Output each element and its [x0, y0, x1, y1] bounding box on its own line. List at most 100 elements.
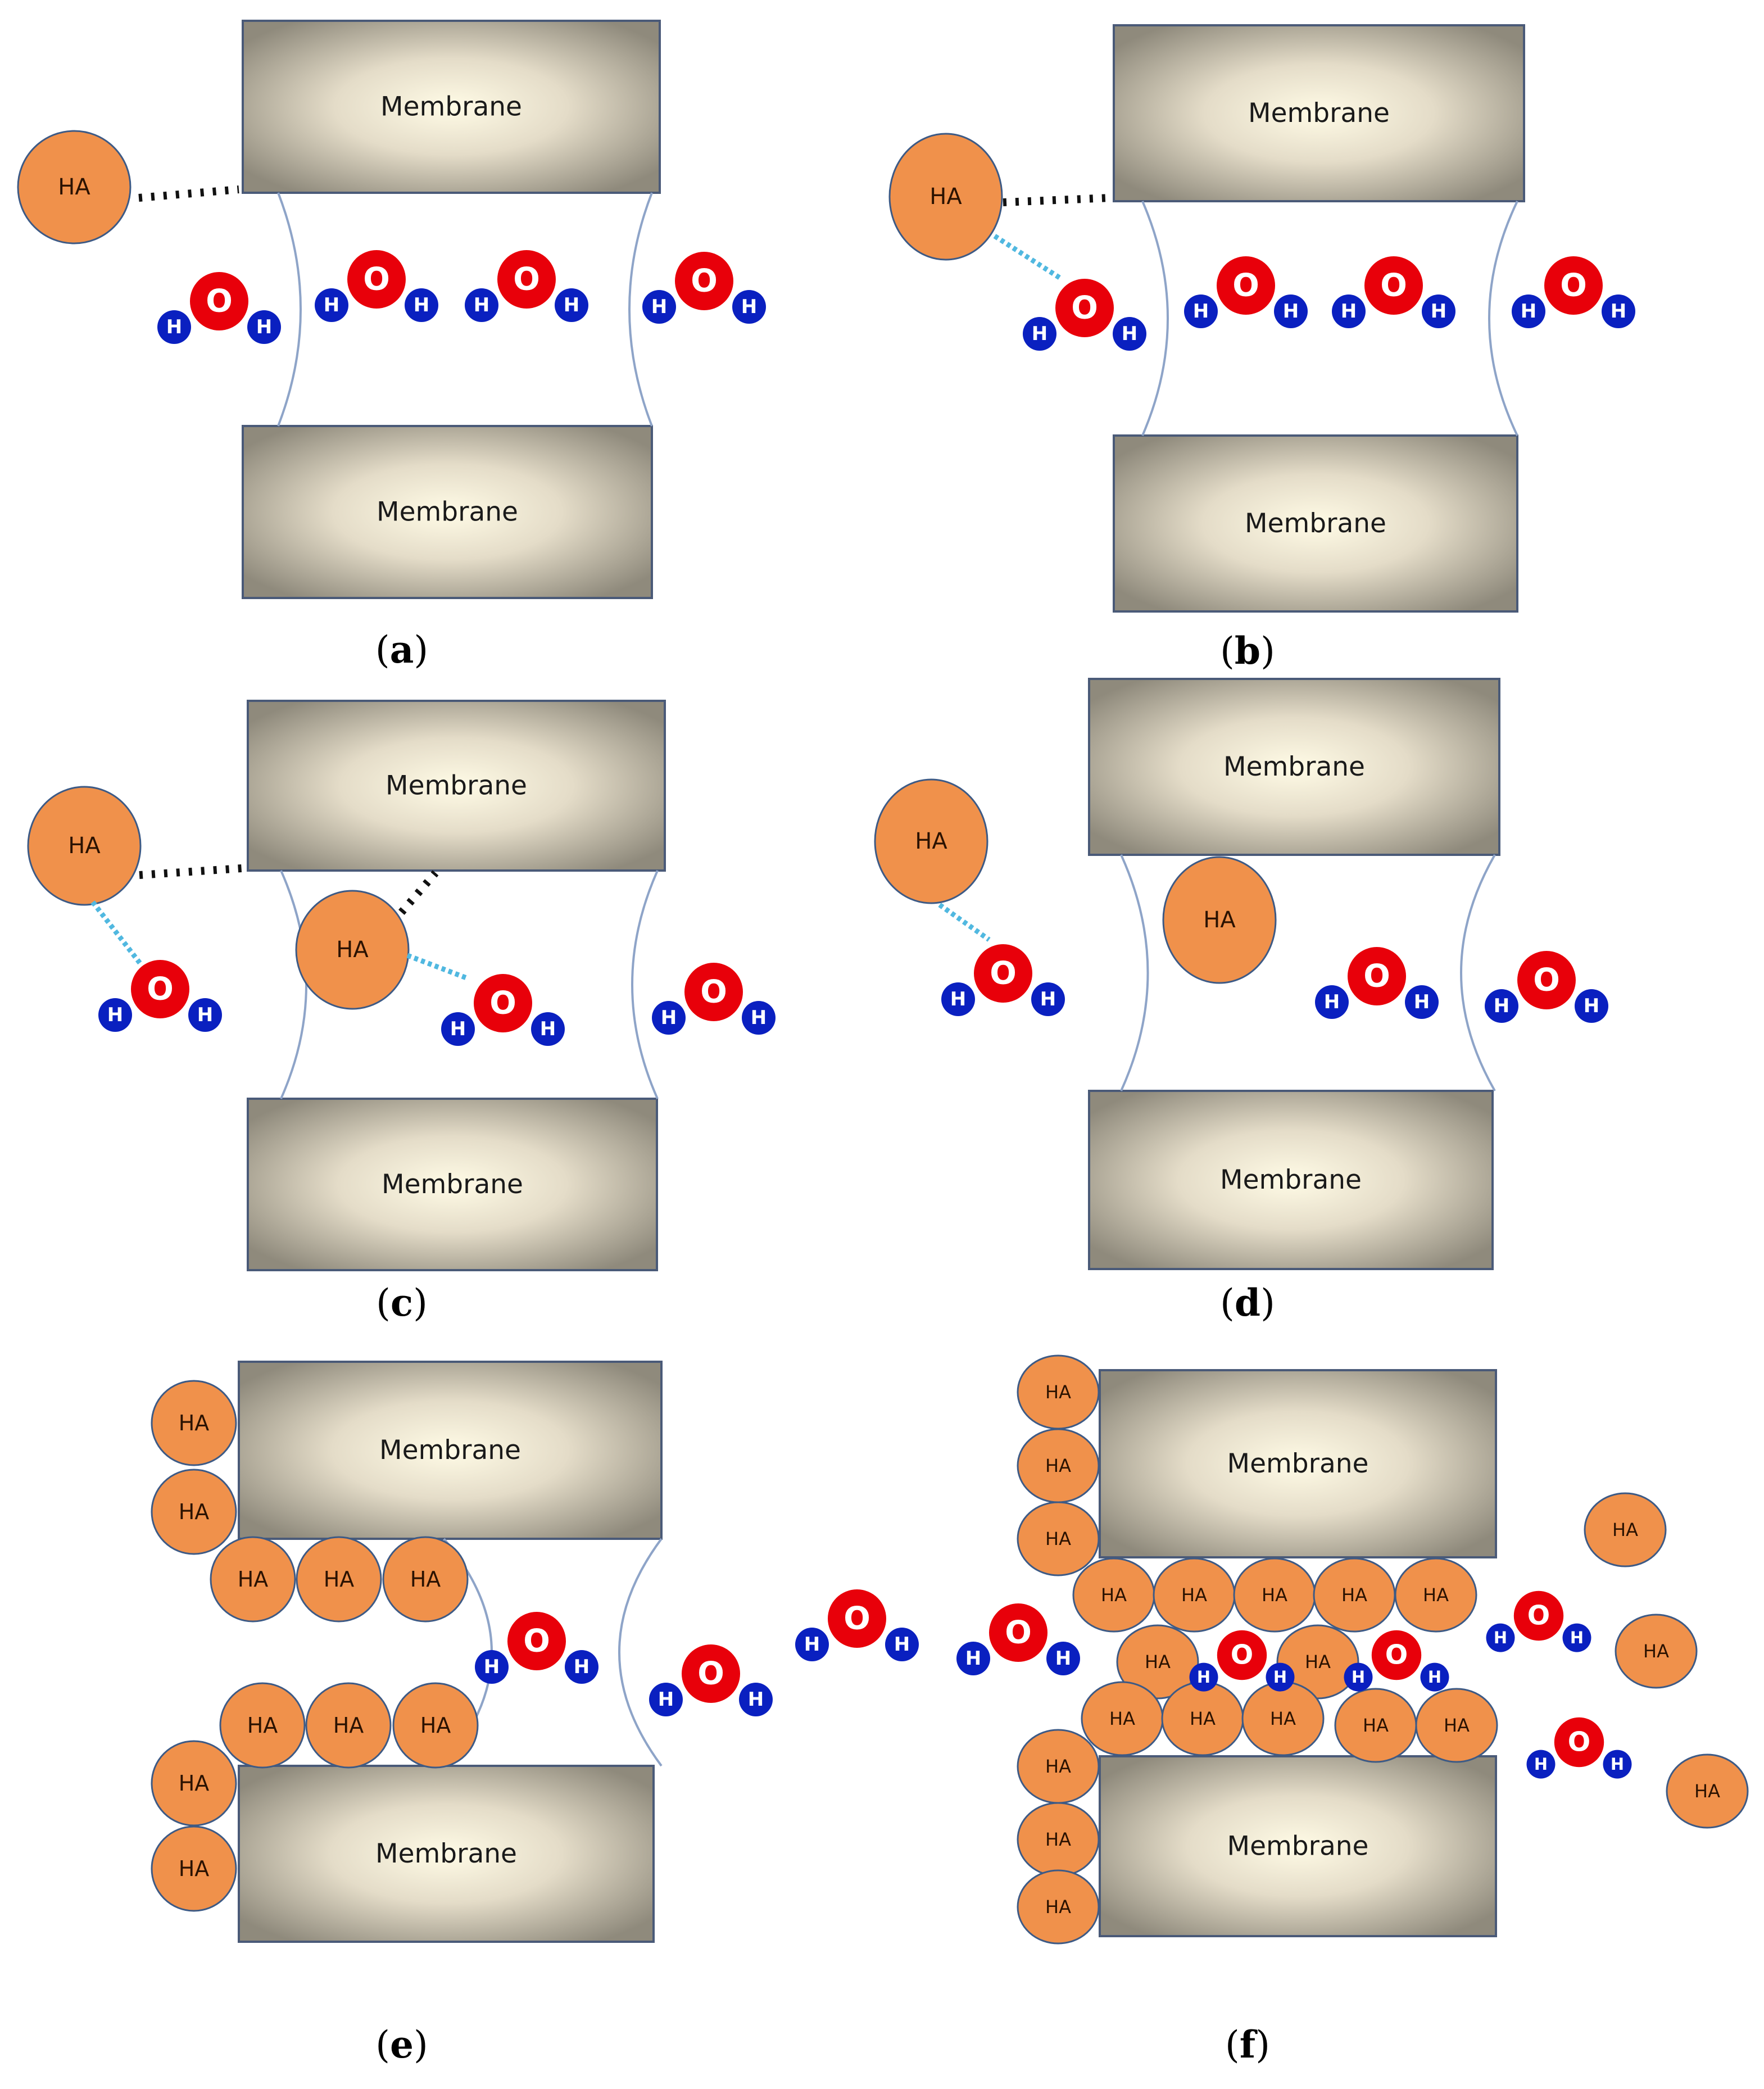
humic-acid-particle: HA — [151, 1380, 237, 1466]
membrane-label: Membrane — [1245, 508, 1386, 539]
oxygen-atom — [684, 963, 743, 1021]
hydrogen-atom — [795, 1628, 829, 1661]
humic-acid-label: HA — [1444, 1715, 1470, 1736]
membrane: Membrane — [247, 700, 666, 872]
humic-acid-particle: HA — [392, 1682, 479, 1769]
oxygen-label: O — [700, 974, 727, 1010]
hydrogen-atom — [475, 1650, 509, 1684]
humic-acid-circle — [382, 1536, 469, 1623]
oxygen-label: O — [691, 263, 718, 300]
membrane: Membrane — [1088, 678, 1500, 856]
panel-caption: (e) — [375, 2023, 428, 2067]
hydrogen-label: H — [564, 294, 579, 316]
humic-acid-label: HA — [1101, 1584, 1127, 1606]
membrane-label: Membrane — [1223, 751, 1365, 782]
oxygen-atom — [682, 1644, 740, 1703]
humic-acid-particle: HA — [219, 1682, 306, 1769]
hydrogen-atom — [1274, 294, 1308, 328]
oxygen-label: O — [206, 283, 233, 320]
hydrogen-label: H — [107, 1004, 123, 1026]
hydrogen-label: H — [1584, 995, 1599, 1017]
humic-acid-particle: HA — [1276, 1624, 1359, 1700]
membrane-label: Membrane — [1248, 98, 1390, 129]
hydrogen-label: H — [1040, 988, 1056, 1010]
membrane-label: Membrane — [1227, 1448, 1369, 1479]
humic-acid-particle: HA — [1415, 1688, 1498, 1763]
hydrogen-label: H — [1352, 1667, 1365, 1687]
membrane: Membrane — [1113, 434, 1518, 613]
hydrogen-atom — [1420, 1662, 1449, 1692]
hydrogen-label: H — [1570, 1628, 1584, 1647]
humic-acid-particle: HA — [1394, 1557, 1477, 1633]
humic-acid-circle — [1415, 1688, 1498, 1763]
oxygen-label: O — [1527, 1601, 1550, 1632]
humic-acid-particle: HA — [1017, 1802, 1100, 1877]
humic-acid-circle — [1017, 1501, 1100, 1576]
hydrogen-atom — [1344, 1662, 1373, 1692]
humic-acid-circle — [296, 1536, 382, 1623]
hydrogen-label: H — [1341, 300, 1357, 323]
hydrogen-atom — [1562, 1623, 1591, 1652]
hydrogen-atom — [315, 288, 348, 322]
hydrogen-label: H — [741, 296, 757, 318]
humic-acid-particle: HA — [888, 133, 1003, 261]
hydrogen-atom — [1315, 985, 1349, 1019]
hydrophobic-interaction — [138, 185, 239, 202]
hydrogen-label: H — [324, 294, 339, 316]
humic-acid-particle: HA — [1116, 1624, 1199, 1700]
humic-acid-circle — [1394, 1557, 1477, 1633]
humic-acid-label: HA — [1190, 1708, 1216, 1729]
hydrogen-label: H — [1494, 995, 1509, 1017]
humic-acid-label: HA — [1694, 1780, 1720, 1802]
hydrogen-atom — [739, 1683, 773, 1716]
membrane-block — [247, 1098, 658, 1271]
hydrogen-bond — [993, 234, 1064, 282]
humic-acid-label: HA — [1045, 1381, 1071, 1403]
hydrogen-atom — [1512, 294, 1545, 328]
oxygen-label: O — [1560, 268, 1587, 304]
membrane-label: Membrane — [375, 1838, 517, 1869]
hydrogen-atom — [441, 1012, 475, 1046]
humic-acid-label: HA — [1045, 1896, 1071, 1918]
pore-wall — [1141, 201, 1169, 436]
oxygen-atom — [1055, 279, 1114, 337]
humic-acid-particle: HA — [1153, 1557, 1236, 1633]
humic-acid-label: HA — [179, 1856, 210, 1881]
membrane: Membrane — [1088, 1090, 1494, 1270]
humic-acid-particle: HA — [17, 130, 131, 244]
pore-wall — [277, 192, 302, 427]
oxygen-atom — [1544, 256, 1603, 315]
humic-acid-particle: HA — [1615, 1614, 1698, 1689]
hydrogen-label: H — [950, 988, 966, 1010]
oxygen-atom — [974, 944, 1032, 1003]
hydrogen-label: H — [540, 1018, 556, 1040]
membrane-block — [247, 700, 666, 872]
hydrogen-atom — [642, 290, 676, 324]
humic-acid-circle — [210, 1536, 296, 1623]
hydrogen-atom — [1031, 982, 1065, 1016]
membrane: Membrane — [1099, 1369, 1497, 1558]
oxygen-atom — [1513, 1590, 1564, 1641]
oxygen-atom — [989, 1603, 1047, 1662]
pore-wall — [628, 192, 653, 427]
oxygen-label: O — [1071, 290, 1098, 327]
humic-acid-label: HA — [247, 1713, 278, 1738]
oxygen-label: O — [1568, 1727, 1590, 1758]
hydrogen-atom — [941, 982, 975, 1016]
hydrophobic-interaction — [139, 864, 242, 879]
humic-acid-particle: HA — [1017, 1428, 1100, 1503]
pore-wall — [1488, 201, 1518, 436]
humic-acid-particle: HA — [874, 778, 988, 904]
hydrogen-label: H — [256, 316, 272, 338]
hydrogen-label: H — [894, 1633, 910, 1656]
membrane-block — [242, 20, 661, 194]
membrane-label: Membrane — [382, 1169, 523, 1200]
